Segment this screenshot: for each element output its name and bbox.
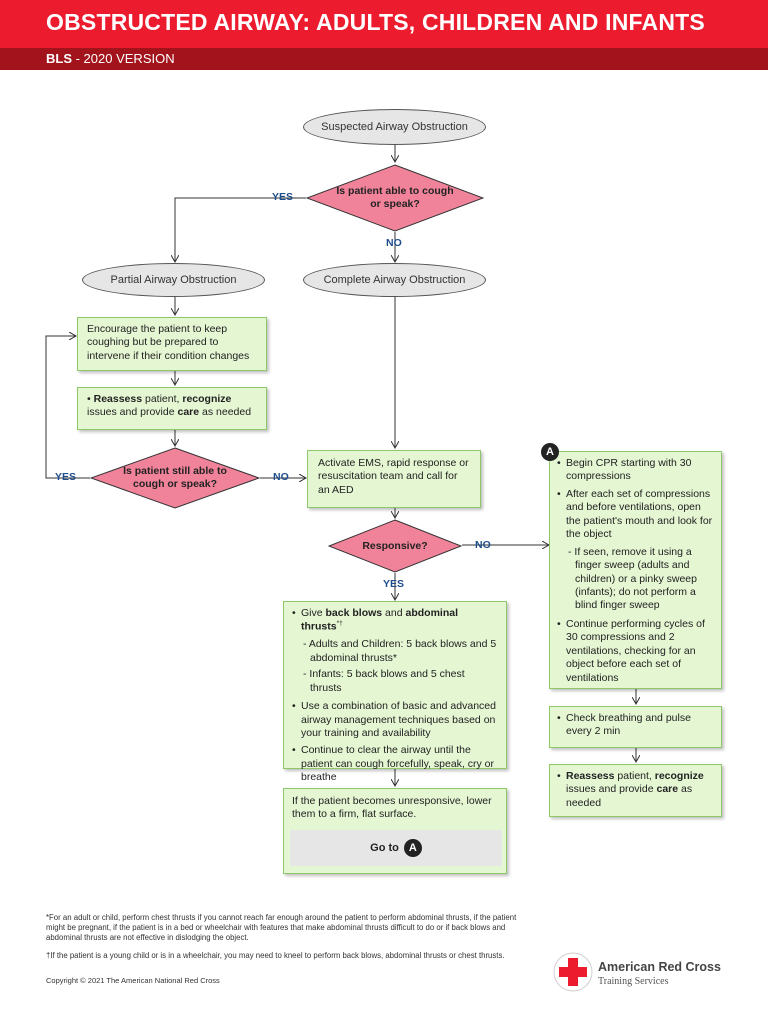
decision-still-able: Is patient still able to cough or speak? [90,447,260,509]
footnote-chest-thrusts: *For an adult or child, perform chest th… [46,913,517,943]
check-breathing-box: Check breathing and pulse every 2 min [549,706,722,748]
reassess-box-2: Reassess patient, recognize issues and p… [549,764,722,817]
version-text: - 2020 VERSION [72,51,175,66]
reassess2-t3: as needed [566,783,693,809]
logo-sub: Training Services [598,976,669,987]
goto-text: Go to [370,842,399,854]
recognize-word-2: recognize [654,770,704,782]
reassess-bullet: • [87,393,91,405]
label-no-cough: NO [386,237,402,249]
care-word-2: care [656,783,679,796]
page-title: OBSTRUCTED AIRWAY: ADULTS, CHILDREN AND … [46,9,705,35]
encourage-text: Encourage the patient to keep coughing b… [87,323,250,362]
reassess-word: Reassess [93,393,143,405]
recognize-word: recognize [182,393,232,405]
reassess-t3: as needed [199,406,252,419]
check-breathing-item: Check breathing and pulse every 2 min [557,712,714,739]
footnote-markers: *† [336,620,343,628]
encourage-coughing-box: Encourage the patient to keep coughing b… [77,317,267,371]
unresponsive-text: If the patient becomes unresponsive, low… [292,795,492,821]
decision-still-able-text: Is patient still able to cough or speak? [123,465,227,490]
reassess-item-2: Reassess patient, recognize issues and p… [557,770,714,810]
decision-responsive-text: Responsive? [362,539,428,552]
give-back-blows-item: Give back blows and abdominal thrusts*† [292,607,498,634]
label-yes-still: YES [55,471,77,483]
label-no-still: NO [273,471,289,483]
reassess-word-2: Reassess [566,770,615,782]
activate-ems-box: Activate EMS, rapid response or resuscit… [307,450,481,508]
continue-clear-item: Continue to clear the airway until the p… [292,744,498,784]
subheader-bar: BLS - 2020 VERSION [0,48,768,70]
label-yes-responsive: YES [383,578,405,590]
finger-sweep-subitem: - If seen, remove it using a finger swee… [568,545,697,612]
reassess-t1: patient, [142,393,183,405]
label-yes-cough: YES [272,191,294,203]
open-mouth-item: After each set of compressions and befor… [557,488,714,542]
partial-obstruction: Partial Airway Obstruction [82,263,265,297]
reassess-box: • Reassess patient, recognize issues and… [77,387,267,430]
complete-obstruction: Complete Airway Obstruction [303,263,486,297]
start-suspected-obstruction: Suspected Airway Obstruction [303,109,486,145]
infants-subitem: - Infants: 5 back blows and 5 chest thru… [303,668,465,694]
adults-children-subitem: - Adults and Children: 5 back blows and … [303,638,497,664]
label-no-responsive: NO [475,539,491,551]
abdominal-thrusts-word: abdominal thrusts [301,607,458,633]
cpr-box: Begin CPR starting with 30 compressions … [549,451,722,689]
give-pre: Give [301,607,326,619]
begin-cpr-item: Begin CPR starting with 30 compressions [557,457,714,484]
logo-name: American Red Cross [598,960,721,974]
red-cross-icon [553,952,593,992]
footnote-kneel: †If the patient is a young child or is i… [46,951,505,960]
reassess2-t2: issues and provide [566,783,657,796]
copyright: Copyright © 2021 The American National R… [46,976,220,985]
airway-techniques-item: Use a combination of basic and advanced … [292,700,498,740]
activate-ems-text: Activate EMS, rapid response or resuscit… [318,457,469,496]
reassess-t2: issues and provide [87,406,178,419]
decision-cough-speak: Is patient able to cough or speak? [306,164,484,232]
version-label: BLS - 2020 VERSION [46,51,175,66]
decision-cough-speak-text: Is patient able to cough or speak? [336,185,454,210]
reassess2-t1: patient, [614,770,655,782]
bls-label: BLS [46,51,72,66]
goto-a-marker: A [403,839,422,857]
red-cross-logo: American Red Cross Training Services [548,948,738,1000]
care-word: care [177,406,200,419]
continue-cycles-item: Continue performing cycles of 30 compres… [557,618,714,685]
header-bar: OBSTRUCTED AIRWAY: ADULTS, CHILDREN AND … [0,0,768,48]
give-mid: and [382,607,406,619]
back-blows-word: back blows [325,607,383,619]
responsive-actions-box: Give back blows and abdominal thrusts*† … [283,601,507,783]
a-marker: A [541,443,559,461]
goto-a-button: Go to A [290,830,502,866]
decision-responsive: Responsive? [328,519,462,573]
